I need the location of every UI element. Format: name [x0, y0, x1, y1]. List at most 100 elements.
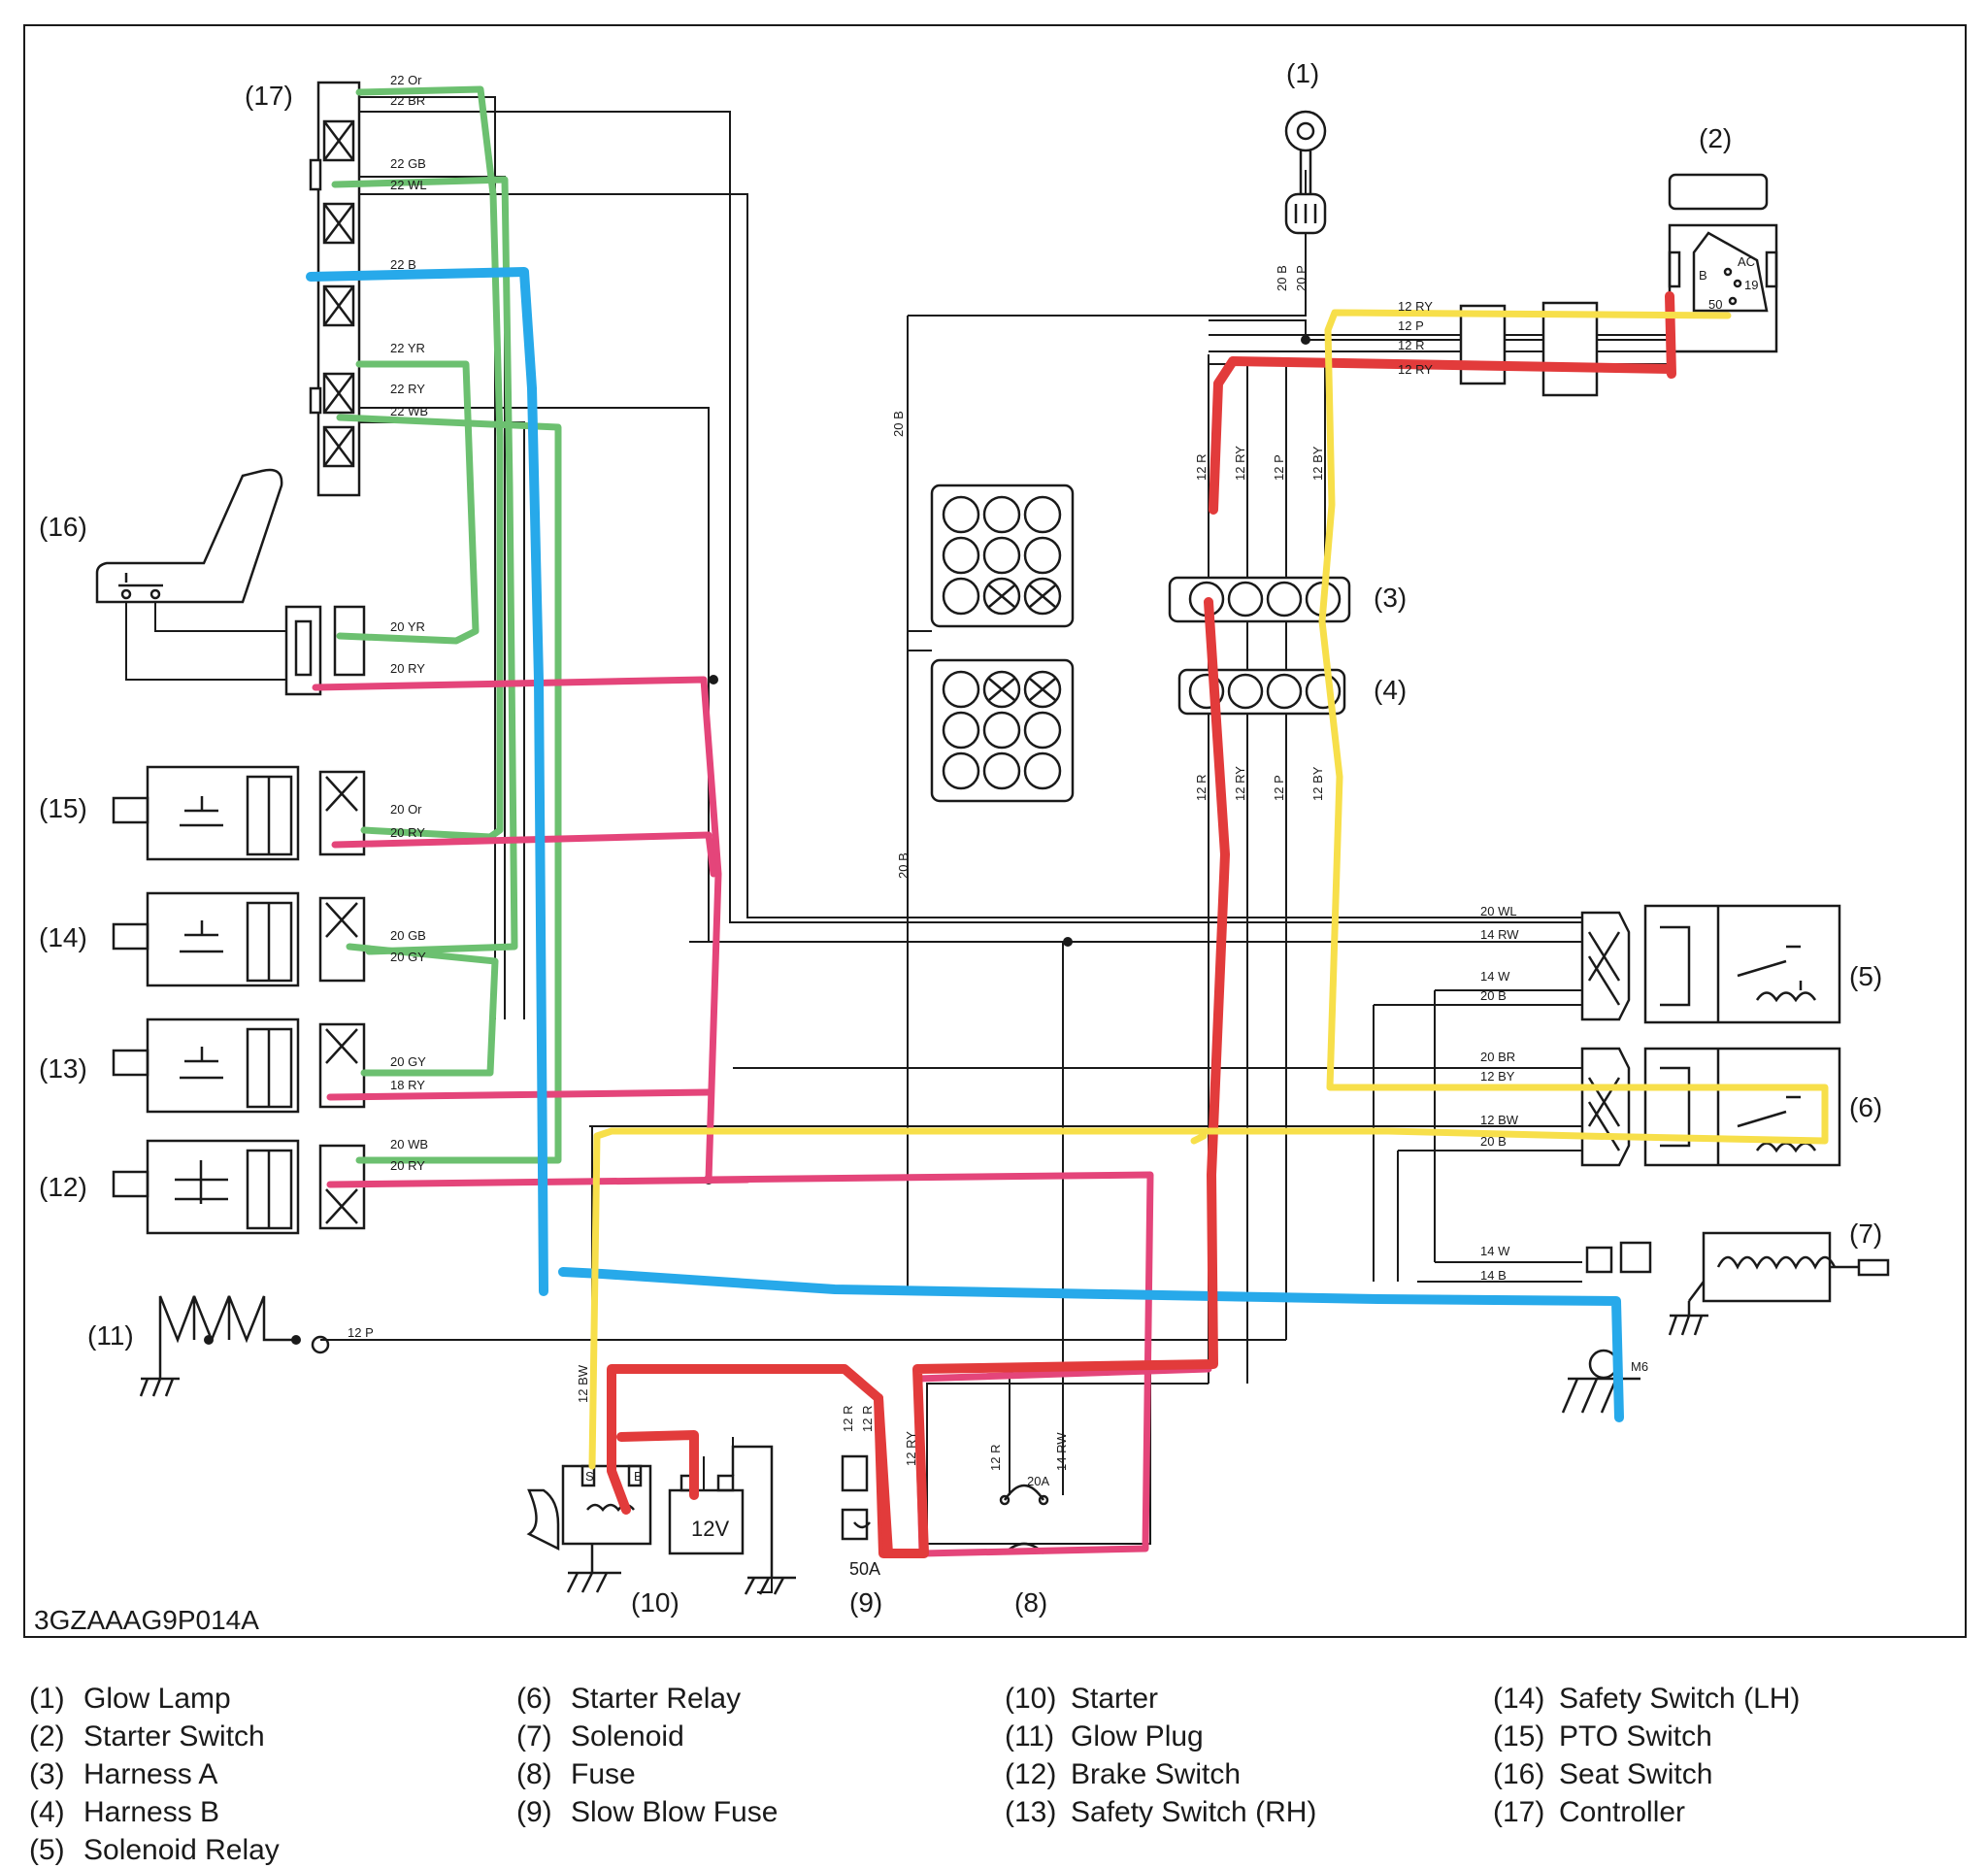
pink-highlights	[312, 676, 1212, 1557]
drawing-code: 3GZAAAG9P014A	[34, 1605, 259, 1635]
wire-label: 20 RY	[390, 825, 425, 840]
legend-item: (14)Safety Switch (LH)	[1493, 1683, 1801, 1715]
wire-label: 20 GB	[390, 928, 426, 943]
wire-label: 14 RW	[1480, 927, 1519, 942]
wire-label: 12V	[691, 1517, 729, 1541]
legend-item: (12)Brake Switch	[1005, 1758, 1242, 1790]
wire-label: 22 WB	[390, 404, 428, 418]
wire-label: 50A	[849, 1559, 880, 1579]
starter-10	[526, 1464, 652, 1593]
callout-17: (17)	[245, 81, 293, 111]
ground-m6	[1561, 1349, 1640, 1414]
legend-item: (15)PTO Switch	[1493, 1720, 1712, 1752]
wire-label: 12 RY	[1233, 766, 1247, 801]
wire-label: 12 P	[348, 1325, 374, 1340]
wire-label: 12 R	[841, 1406, 855, 1432]
legend-item: (16)Seat Switch	[1493, 1758, 1713, 1790]
wire-label: 12 RY	[1233, 446, 1247, 481]
wire-label: B	[634, 1469, 643, 1484]
wire-label: 20 B	[1275, 265, 1289, 291]
wire-label: 20 B	[1480, 988, 1507, 1003]
wire-label: 12 R	[1194, 454, 1209, 481]
wire-label: 12 R	[988, 1445, 1003, 1471]
components	[95, 81, 1890, 1595]
wire-label: 12 R	[860, 1406, 875, 1432]
safety-switch-rh-13	[112, 1018, 366, 1114]
callout-14: (14)	[39, 922, 87, 952]
wire-label: 20A	[1027, 1474, 1049, 1488]
callout-5: (5)	[1849, 961, 1882, 991]
wire-label: 20 GY	[390, 950, 426, 964]
wire-label: 12 BW	[576, 1364, 590, 1403]
wire-label: 12 RY	[1398, 362, 1433, 377]
wire-label: AC	[1738, 254, 1755, 269]
callout-13: (13)	[39, 1053, 87, 1084]
callout-3: (3)	[1374, 583, 1407, 613]
legend-item: (9)Slow Blow Fuse	[516, 1796, 779, 1828]
legend-item: (5)Solenoid Relay	[29, 1834, 280, 1866]
wire-label: 12 BY	[1310, 766, 1325, 801]
wire-label: 12 RY	[904, 1431, 918, 1466]
solenoid-relay-5	[1580, 904, 1841, 1024]
wire-label: 20 BR	[1480, 1050, 1515, 1064]
wire-label: 22 Or	[390, 73, 422, 87]
glow-lamp-1	[1284, 110, 1327, 235]
wire-label: 18 RY	[390, 1078, 425, 1092]
wire-label: 14 B	[1480, 1268, 1507, 1283]
wire-label: 12 P	[1272, 775, 1286, 801]
legend-item: (1)Glow Lamp	[29, 1683, 231, 1715]
legend-item: (7)Solenoid	[516, 1720, 684, 1752]
callout-4: (4)	[1374, 675, 1407, 705]
legend-item: (4)Harness B	[29, 1796, 220, 1828]
legend-item: (6)Starter Relay	[516, 1683, 742, 1715]
wire-label: 12 RY	[1398, 299, 1433, 314]
yellow-highlights	[588, 309, 1829, 1470]
red-highlights	[607, 291, 1676, 1558]
controller-17	[309, 81, 361, 497]
wire-label: 20 YR	[390, 619, 425, 634]
wire-label: 19	[1744, 278, 1758, 292]
wire-label: M6	[1631, 1359, 1648, 1374]
callout-6: (6)	[1849, 1092, 1882, 1122]
wire-label: 14 W	[1480, 969, 1510, 984]
wire-label: 12 P	[1398, 318, 1424, 333]
slow-blow-fuse-9	[841, 1454, 871, 1541]
legend-item: (11)Glow Plug	[1005, 1720, 1204, 1752]
wire-label: 14 RW	[1054, 1432, 1069, 1471]
legend-item: (17)Controller	[1493, 1796, 1686, 1828]
callout-9: (9)	[849, 1587, 882, 1618]
wire-label: B	[1699, 268, 1707, 283]
wire-label: 20 RY	[390, 1158, 425, 1173]
wire-label: 22 BR	[390, 93, 425, 108]
legend-item: (2)Starter Switch	[29, 1720, 265, 1752]
brake-switch-12	[112, 1139, 366, 1235]
wire-label: 20 Or	[390, 802, 422, 817]
starter-relay-6	[1580, 1047, 1841, 1167]
connector-center-lower	[930, 658, 1075, 803]
wire-label: 22 GB	[390, 156, 426, 171]
wire-label: 12 P	[1272, 454, 1286, 481]
junction-dots	[204, 335, 1310, 1374]
wire-label: 12 BY	[1480, 1069, 1515, 1084]
wire-label: S	[585, 1469, 594, 1484]
callout-12: (12)	[39, 1172, 87, 1202]
wire-label: 12 BW	[1480, 1113, 1519, 1127]
callout-2: (2)	[1699, 123, 1732, 153]
callout-labels: (1) (2) (3) (4) (5) (6) (7) (8) (9) (10)…	[34, 58, 1882, 1635]
wire-label: 22 B	[390, 257, 416, 272]
callout-15: (15)	[39, 793, 87, 823]
wire-label: 14 W	[1480, 1244, 1510, 1258]
wire-label: 20 GY	[390, 1054, 426, 1069]
pto-switch-15	[112, 765, 366, 861]
callout-11: (11)	[87, 1320, 134, 1351]
callout-10: (10)	[631, 1587, 679, 1618]
wire-label: 22 YR	[390, 341, 425, 355]
diagram-frame	[23, 24, 1967, 1638]
glow-plug-11	[139, 1295, 330, 1397]
wire-label: 20 B	[891, 411, 906, 437]
wire-label: 20 RY	[390, 661, 425, 676]
legend-item: (3)Harness A	[29, 1758, 218, 1790]
callout-16: (16)	[39, 512, 87, 542]
legend-item: (10)Starter	[1005, 1683, 1159, 1715]
